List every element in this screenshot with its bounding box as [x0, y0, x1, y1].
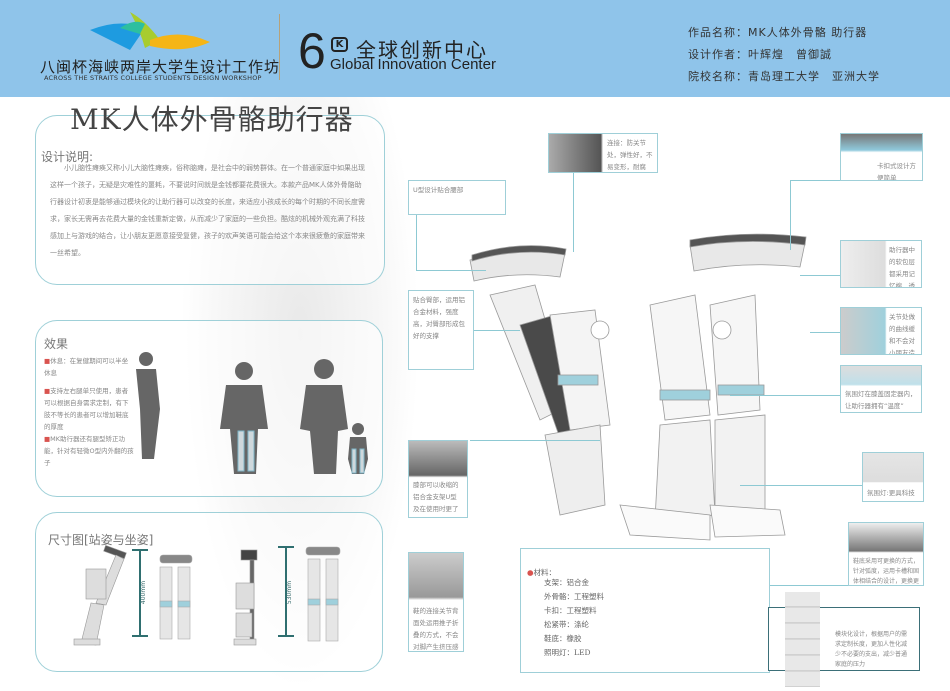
connector-line [790, 180, 840, 181]
connector-line [470, 440, 600, 441]
center-name-en: Global Innovation Center [330, 56, 496, 73]
material-row: 卡扣：工程塑料 [544, 606, 597, 615]
connector-line [740, 485, 862, 486]
callout-knee: 膝部可以收缩的铝合金支架U型及在使用时更了可以休息 [408, 440, 468, 518]
workshop-logo-icon [90, 12, 210, 50]
effect-item: ■MK助行器还有腿型矫正功能，针对有轻微O型内外翻的孩子 [44, 435, 134, 467]
callout-padding: 助行器中的软包层都采用记忆棉，透气，舒适 [840, 240, 922, 288]
material-row: 支架：铝合金 [544, 578, 589, 587]
effects-heading: 效果 [44, 337, 69, 351]
design-notes-body: 小儿脑性瘫痪又称小儿大脑性瘫痪，俗称脑瘫，是社会中的弱势群体。在一个普通家庭中如… [50, 164, 365, 257]
standing-side-view [233, 549, 258, 646]
callout-strap: 连接：防关节处，弹性好，不易变形，耐腐蚀，绝缘 [548, 133, 658, 173]
effects-panel: 效果 ■休息：在复健期间可以半坐休息 ■支持左右腿单只使用，患者可以根据自身需求… [35, 320, 383, 497]
callout-sole: 鞋底采用可更换的方式，针对弧度，运用卡槽和固体相结合的设计，更换更便于易拆装 [848, 522, 924, 586]
callout-joint: 关节处做的曲线缓和不会对小朋友造成不必要的伤害 [840, 307, 922, 355]
material-row: 外骨骼：工程塑料 [544, 592, 604, 601]
connector-line [470, 330, 520, 331]
connector-line [730, 395, 840, 396]
materials-box: ●材料： 支架：铝合金 外骨骼：工程塑料 卡扣：工程塑料 松紧带：涤纶 鞋底：橡… [520, 548, 770, 673]
connector-line [700, 585, 848, 586]
effect-item: ■支持左右腿单只使用，患者可以根据自身需求定制，有下肢不等长的患者可以增加鞋底的… [44, 387, 129, 431]
sitting-side-view [73, 545, 127, 646]
connector-line [416, 215, 417, 270]
dimensions-heading: 尺寸图[站姿与坐姿] [48, 533, 154, 547]
standing-front-view [305, 546, 341, 642]
header-banner: 八闽杯海峡两岸大学生设计工作坊 ACROSS THE STRAITS COLLE… [0, 0, 950, 97]
callout-hip: 贴合臀部，运用铝合金材料，强度高，对臀部形成包好的支撑 [408, 290, 474, 370]
workshop-name-en: ACROSS THE STRAITS COLLEGE STUDENTS DESI… [44, 74, 262, 82]
callout-ambient: 氛围灯:更具科技感 [862, 452, 924, 502]
connector-line [416, 270, 486, 271]
designers: 设计作者：叶辉煌 曾御誠 [688, 48, 832, 61]
modular-parts-render [785, 592, 820, 687]
user-silhouettes-icon [136, 352, 368, 474]
connector-line [810, 332, 840, 333]
material-row: 松紧带：涤纶 [544, 620, 589, 629]
sitting-height-label: 400mm [140, 580, 148, 605]
effect-item: ■休息：在复健期间可以半坐休息 [44, 357, 129, 377]
connector-line [790, 180, 791, 250]
material-row: 鞋底：橡胶 [544, 634, 582, 643]
callout-shoe: 鞋的连接关节背面处运用推子折叠的方式，不会对脚产生挤压感 [408, 552, 464, 652]
dimensions-panel: 尺寸图[站姿与坐姿] 400mm 530mm [35, 512, 383, 672]
standing-height-label: 530mm [286, 580, 294, 605]
dimension-drawings [73, 545, 341, 646]
design-notes-panel: 设计说明: 小儿脑性瘫痪又称小儿大脑性瘫痪，俗称脑瘫，是社会中的弱势群体。在一个… [35, 115, 385, 285]
schools: 院校名称：青岛理工大学 亚洲大学 [688, 70, 880, 83]
callout-light: 氛围灯在膝盖固定器内，让助行器拥有“温度” [840, 365, 922, 413]
sitting-front-view [159, 554, 193, 640]
center-k-logo: K [331, 37, 348, 52]
center-name-cn: 全球创新中心 [356, 38, 488, 62]
callout-waist: U型设计贴合腰部 [408, 180, 506, 215]
materials-heading: ●材料： [527, 568, 557, 577]
workshop-name-cn: 八闽杯海峡两岸大学生设计工作坊 [40, 58, 281, 76]
exoskeleton-render [469, 233, 807, 541]
header-divider [279, 14, 280, 80]
center-number: 6 [298, 23, 326, 79]
callout-buckle: 卡扣式设计方便简单 [840, 133, 923, 181]
material-row: 照明灯：LED [544, 648, 591, 657]
poster-title: MK人体外骨骼助行器 [70, 103, 354, 136]
connector-line [573, 172, 574, 252]
work-name: 作品名称：MK人体外骨骼 助行器 [688, 26, 868, 39]
connector-line [800, 275, 840, 276]
design-notes-heading: 设计说明: [41, 150, 94, 164]
